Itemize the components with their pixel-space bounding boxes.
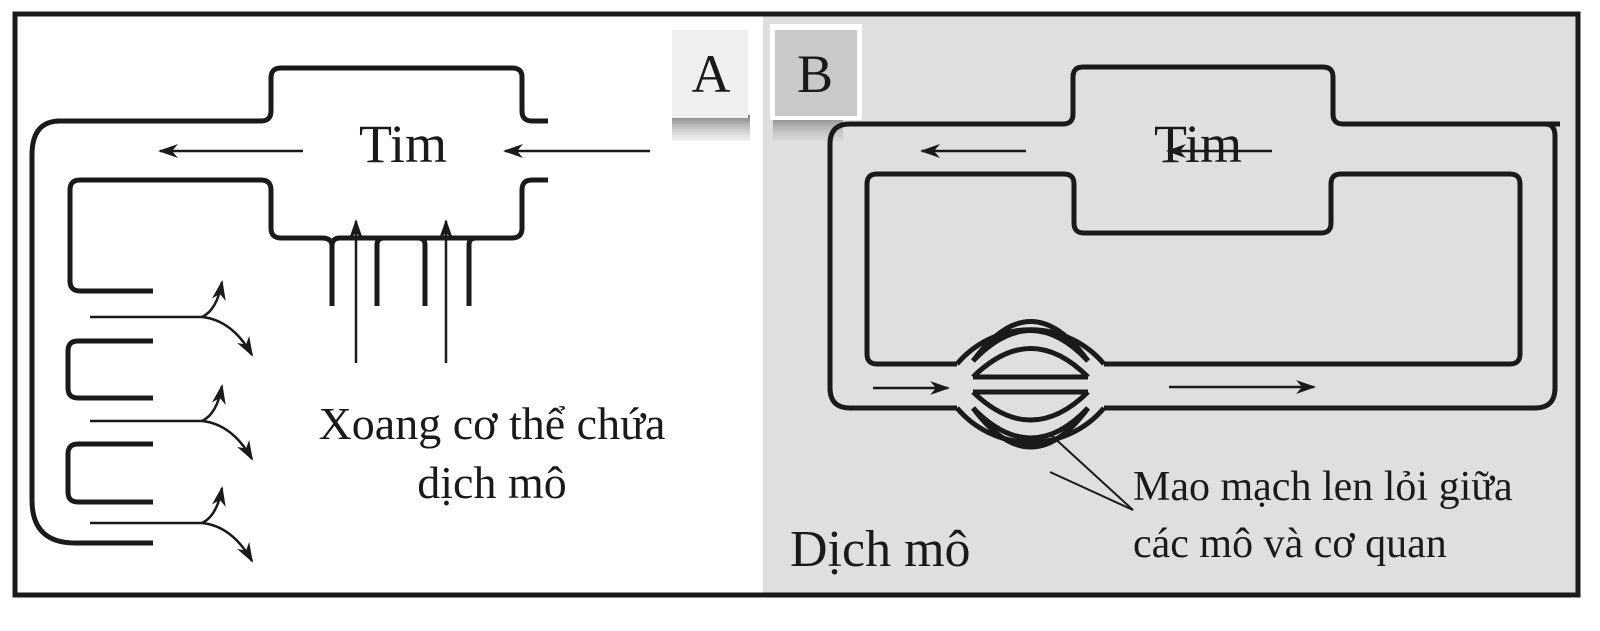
tab-b-label: B (797, 44, 833, 104)
panel-a-heart-lower-wall (329, 177, 548, 306)
panel-b-capillary-label-line1: Mao mạch len lỏi giữa (1133, 464, 1513, 510)
panel-b-inner-vessel (864, 171, 1523, 367)
panel-b-pointer-line-1 (1049, 433, 1134, 511)
panel-a-ostium-right (466, 235, 512, 306)
panel-a-branch-lobe-1 (65, 338, 153, 401)
panel-a-branch-lobe-2 (65, 441, 153, 505)
panel-b-pointer-line-2 (1049, 471, 1134, 511)
panel-a-heart-label: Tim (359, 114, 447, 174)
panel-b-outer-vessel (827, 64, 1560, 411)
tab-a: A (672, 30, 750, 141)
panel-b-capillary-label-line2: các mô và cơ quan (1133, 521, 1447, 567)
panel-b-tissue-fluid-label: Dịch mô (790, 521, 971, 578)
panel-b-heart-label: Tim (1154, 114, 1242, 174)
panel-a-outflow-3 (90, 486, 254, 563)
panel-a-heart-lower-wall-left (67, 177, 335, 294)
panel-a-outflow-2 (90, 384, 254, 461)
tab-b: B (770, 24, 862, 141)
panel-a-background (15, 14, 763, 595)
panel-a-sinus-label-line2: dịch mô (417, 457, 566, 508)
panel-a-heart-upper-wall (29, 65, 548, 546)
panel-b-capillary-bed (955, 319, 1106, 450)
panel-b-background (763, 14, 1578, 595)
panel-b: B Tim (770, 24, 1560, 578)
panel-a-outflow-1 (90, 280, 254, 357)
panel-a-sinus-label-line1: Xoang cơ thể chứa (319, 398, 666, 449)
panel-b-outer-vessel-right (1104, 121, 1558, 411)
panel-a: A Tim (29, 30, 750, 563)
tab-a-label: A (692, 44, 731, 104)
panel-a-ostium-middle (374, 235, 428, 306)
outer-frame (12, 11, 1581, 598)
